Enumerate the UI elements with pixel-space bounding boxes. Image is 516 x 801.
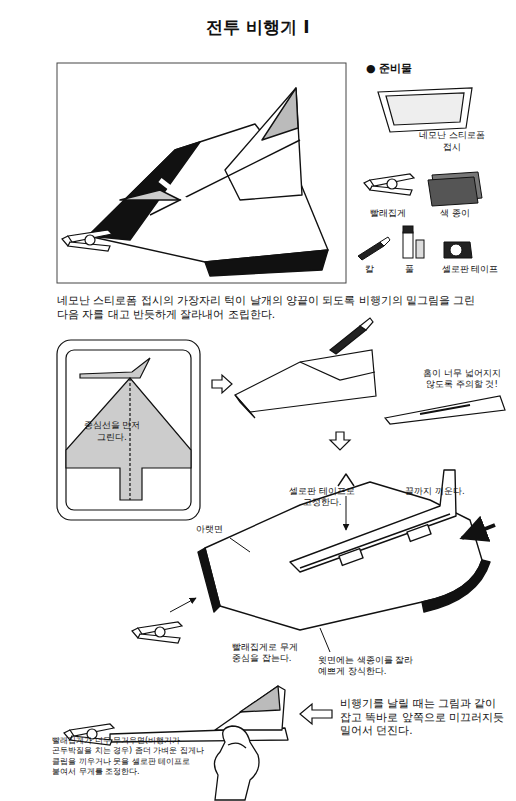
leader-line	[230, 538, 250, 552]
callout-label: 셀로판 테이프	[432, 264, 508, 276]
clothespin	[62, 230, 112, 251]
throwing-plane	[110, 686, 288, 742]
finished-plane	[88, 88, 328, 276]
fin-piece	[385, 396, 505, 424]
callout-label: 빨래집게	[358, 208, 418, 220]
callout-label: 풀	[396, 264, 422, 276]
tray-template	[57, 340, 200, 520]
step-arrow	[212, 375, 232, 393]
glue	[403, 226, 424, 258]
callout-label: 색 종이	[425, 208, 485, 220]
cut-plane	[235, 318, 376, 418]
hand	[214, 726, 259, 800]
callout-label: 홈이 너무 넓어지지 않도록 주의할 것!	[418, 368, 506, 390]
tray	[378, 88, 472, 132]
pointer-arrow	[300, 704, 332, 724]
callout-label: 끝까지 끼운다.	[400, 486, 470, 497]
clothespin	[132, 622, 182, 643]
leader-line	[320, 628, 330, 652]
instruction-text: 비행기를 날릴 때는 그림과 같이 잡고 똑바로 앞쪽으로 미끄러지듯 밀어서 …	[340, 697, 505, 738]
callout-label: 윗면에는 색종이를 잘라 예쁘게 장식한다.	[318, 655, 418, 677]
callout-label: 중심선을 먼저 그린다.	[80, 420, 144, 443]
clothespin	[364, 174, 414, 195]
callout-label: 칼	[356, 264, 382, 276]
tape	[444, 242, 472, 258]
callout-label: 네모난 스티로폼 접시	[412, 130, 492, 153]
instruction-text: 네모난 스티로폼 접시의 가장자리 턱이 날개의 양끝이 되도록 비행기의 밑그…	[57, 294, 487, 321]
title: 전투 비행기 Ⅰ	[0, 16, 516, 38]
insert-arrow	[462, 525, 495, 538]
assembled-plane	[198, 470, 490, 630]
callout-label: 빨래집게가 너무 무거우면(비행기가 곤두박질을 치는 경우) 좀더 가벼운 집…	[52, 736, 208, 778]
callout-label: 빨래집게로 무게 중심을 잡는다.	[232, 642, 318, 664]
callout-label: 아랫면	[196, 524, 240, 536]
colored-paper	[428, 172, 482, 206]
section-heading: ● 준비물	[366, 62, 476, 76]
step-arrow	[330, 432, 350, 450]
illustration-frame	[57, 63, 346, 283]
knife	[358, 237, 390, 260]
leader-line	[170, 598, 196, 612]
callout-label: 셀로판 테이프로 고정한다.	[284, 486, 360, 508]
